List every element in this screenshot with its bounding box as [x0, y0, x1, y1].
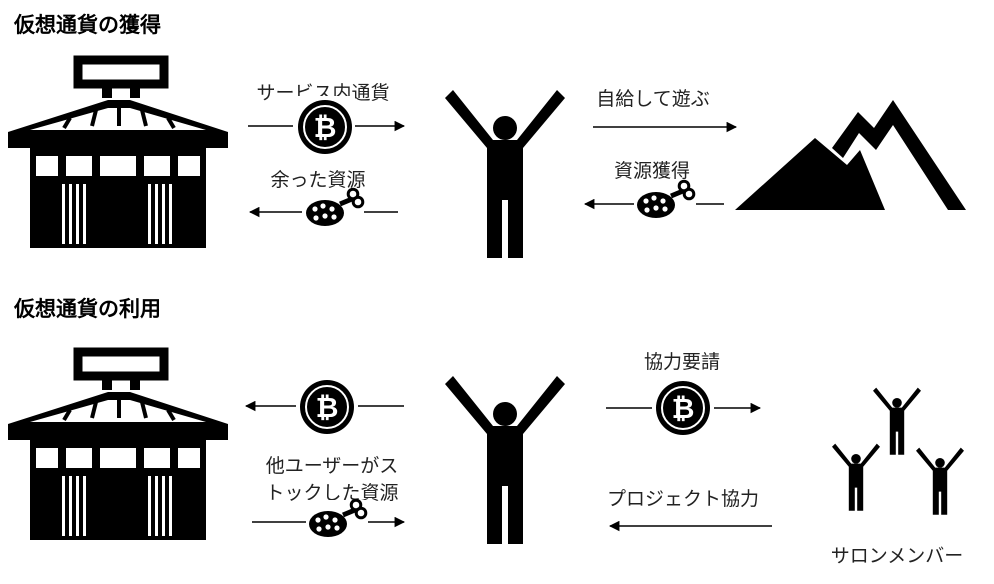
shop-icon [8, 352, 228, 540]
bitcoin-icon [655, 380, 711, 436]
label-surplus-resources: 余った資源 [270, 169, 365, 191]
person-icon [445, 376, 565, 544]
section2-title: 仮想通貨の利用 [13, 297, 161, 321]
label-salon-members: サロンメンバー [831, 545, 963, 567]
section1-title: 仮想通貨の獲得 [13, 13, 161, 37]
label-project-cooperation: プロジェクト協力 [607, 488, 759, 510]
label-resource-gain: 資源獲得 [614, 160, 690, 182]
bitcoin-icon [297, 99, 353, 155]
person-icon [445, 90, 565, 258]
label-service-currency: サービス内通貨 [256, 82, 389, 104]
group-icon [832, 387, 964, 515]
label-cooperation-request: 協力要請 [644, 351, 720, 373]
label-other-users-line2: トックした資源 [265, 482, 398, 504]
shop-icon [8, 60, 228, 248]
label-self-play: 自給して遊ぶ [596, 88, 709, 110]
mountain-icon [735, 100, 966, 210]
label-other-users-line1: 他ユーザーがス [266, 455, 399, 477]
bitcoin-icon [299, 379, 355, 435]
